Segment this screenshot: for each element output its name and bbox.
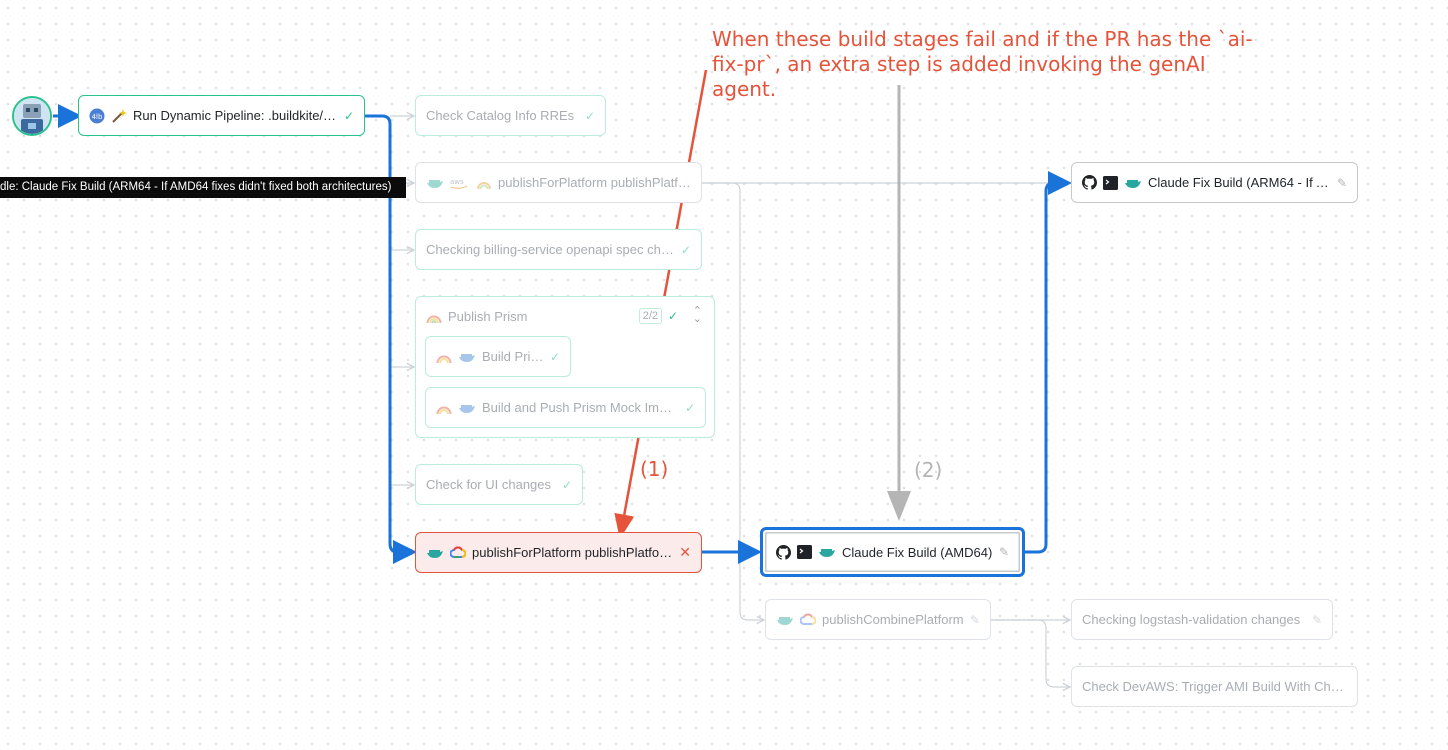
terminal-icon — [1103, 175, 1118, 190]
expand-collapse-icon[interactable]: ⌃⌄ — [692, 305, 702, 325]
annotation-marker-2: (2) — [914, 458, 943, 482]
svg-text:4lb: 4lb — [92, 113, 103, 121]
pencil-icon: ✎ — [1336, 175, 1347, 190]
github-icon — [776, 544, 791, 560]
docker-whale-icon — [1124, 176, 1142, 190]
pencil-icon: ✎ — [998, 545, 1009, 559]
step-run-dynamic-pipeline[interactable]: 4lb Run Dynamic Pipeline: .buildkite/pip… — [78, 95, 365, 136]
step-label: publishForPlatform publishPlatform — [472, 545, 674, 560]
hover-tooltip: dle: Claude Fix Build (ARM64 - If AMD64 … — [0, 177, 406, 198]
user-avatar[interactable] — [12, 96, 52, 136]
step-label: Build and Push Prism Mock Image — [482, 400, 679, 415]
step-label: Claude Fix Build (AMD64) — [842, 544, 993, 560]
step-label: Run Dynamic Pipeline: .buildkite/pipelin… — [133, 108, 338, 123]
github-icon — [1082, 175, 1097, 190]
pencil-icon: ✎ — [969, 612, 980, 627]
step-publish-combine-platform[interactable]: publishCombinePlatform ✎ — [765, 599, 991, 640]
step-check-devaws-trigger-ami[interactable]: Check DevAWS: Trigger AMI Build With Cha… — [1071, 666, 1358, 707]
step-claude-fix-build-arm64[interactable]: Claude Fix Build (ARM64 - If AMD64 fixes… — [1071, 162, 1358, 203]
step-label: Check for UI changes — [426, 477, 552, 492]
group-header: Publish Prism — [426, 309, 527, 324]
buildkite-icon: 4lb — [89, 108, 105, 124]
check-icon: ✓ — [343, 108, 354, 123]
aws-icon: aws — [450, 176, 470, 190]
rainbow-icon — [476, 177, 492, 189]
docker-whale-icon — [818, 545, 836, 559]
svg-text:aws: aws — [450, 178, 464, 186]
edge-combine-to-devaws — [991, 619, 1070, 687]
step-label: Claude Fix Build (ARM64 - If AMD64 fixes… — [1148, 175, 1331, 190]
rainbow-icon — [426, 311, 442, 323]
step-check-ui-changes[interactable]: Check for UI changes ✓ — [415, 464, 583, 505]
step-checking-logstash-validation[interactable]: Checking logstash-validation changes ✎ — [1071, 599, 1333, 640]
step-label: publishCombinePlatform — [822, 612, 964, 627]
pencil-icon: ✎ — [1311, 612, 1322, 627]
docker-whale-icon — [458, 350, 476, 364]
rainbow-icon — [436, 402, 452, 414]
check-icon: ✓ — [549, 349, 560, 364]
gcp-cloud-icon — [450, 546, 466, 559]
step-claude-fix-build-amd64[interactable]: Claude Fix Build (AMD64) ✎ — [760, 527, 1025, 577]
step-checking-billing-service[interactable]: Checking billing-service openapi spec ch… — [415, 229, 702, 270]
gcp-cloud-icon — [800, 613, 816, 626]
check-icon: ✓ — [561, 477, 572, 492]
step-publish-for-platform-failed[interactable]: publishForPlatform publishPlatform ✕ — [415, 532, 702, 573]
step-build-push-prism-mock[interactable]: Build and Push Prism Mock Image ✓ — [425, 387, 706, 428]
docker-whale-icon — [426, 546, 444, 560]
step-label: Checking billing-service openapi spec ch… — [426, 242, 675, 257]
annotation-text: When these build stages fail and if the … — [712, 27, 1253, 101]
docker-whale-icon — [426, 176, 444, 190]
docker-whale-icon — [776, 613, 794, 627]
step-label: publishForPlatform publishPlatform — [498, 175, 691, 190]
step-label: Checking logstash-validation changes — [1082, 612, 1301, 627]
docker-whale-icon — [458, 401, 476, 415]
check-icon: ✓ — [667, 309, 678, 323]
check-icon: ✓ — [584, 108, 595, 123]
step-check-catalog-info[interactable]: Check Catalog Info RREs ✓ — [415, 95, 606, 136]
group-label: Publish Prism — [448, 309, 528, 324]
magic-wand-icon — [111, 108, 127, 124]
check-icon: ✓ — [684, 400, 695, 415]
group-publish-prism[interactable]: Publish Prism 2/2 ✓ ⌃⌄ Build Prism ✓ Bui… — [415, 296, 715, 438]
step-label: Build Prism — [482, 349, 544, 364]
cross-icon: ✕ — [679, 544, 691, 560]
annotation-marker-1: (1) — [640, 457, 669, 481]
step-publish-for-platform-aws[interactable]: aws publishForPlatform publishPlatform — [415, 162, 702, 203]
group-count-badge: 2/2 — [638, 308, 662, 324]
terminal-icon — [797, 545, 812, 559]
rainbow-icon — [436, 351, 452, 363]
check-icon: ✓ — [680, 242, 691, 257]
step-label: Check DevAWS: Trigger AMI Build With Cha… — [1082, 679, 1347, 694]
edge-amd64-to-arm64 — [1024, 171, 1072, 554]
step-label: Check Catalog Info RREs — [426, 108, 575, 123]
step-build-prism[interactable]: Build Prism ✓ — [425, 336, 571, 377]
